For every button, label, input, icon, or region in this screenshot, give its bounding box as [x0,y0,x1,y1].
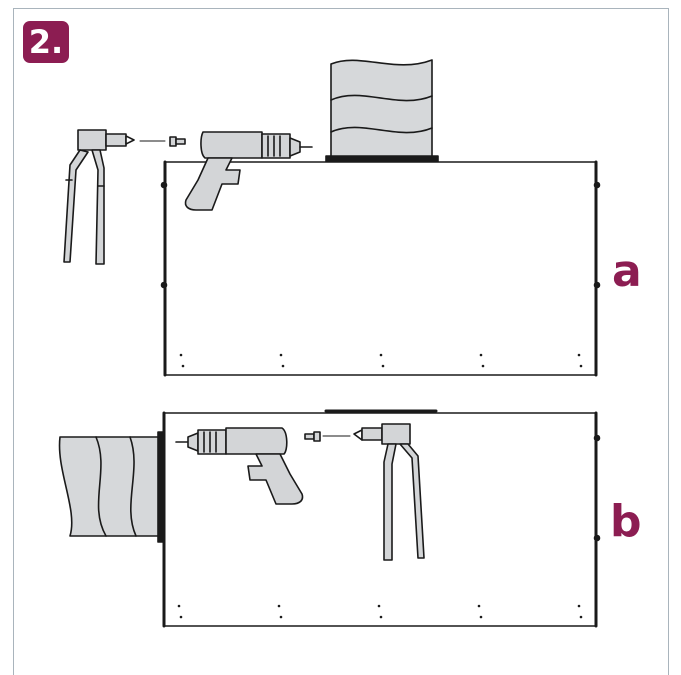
panel-label-b: b [610,496,642,547]
step-number-badge: 2. [23,21,69,63]
flex-duct-icon [325,59,439,163]
screw-holes-a [179,353,583,368]
flex-duct-icon [58,431,165,543]
rivet-icon [304,431,351,442]
drill-icon [175,427,304,505]
drill-icon [184,131,313,211]
rivet-gun-icon [63,129,135,265]
panel-label-a: a [612,246,642,297]
rivet-gun-icon [353,423,425,561]
unit-housing-a [164,161,597,376]
panel-a [63,59,601,377]
panel-b [58,409,601,628]
rivet-icon [139,136,186,147]
screw-holes-b [177,604,583,619]
